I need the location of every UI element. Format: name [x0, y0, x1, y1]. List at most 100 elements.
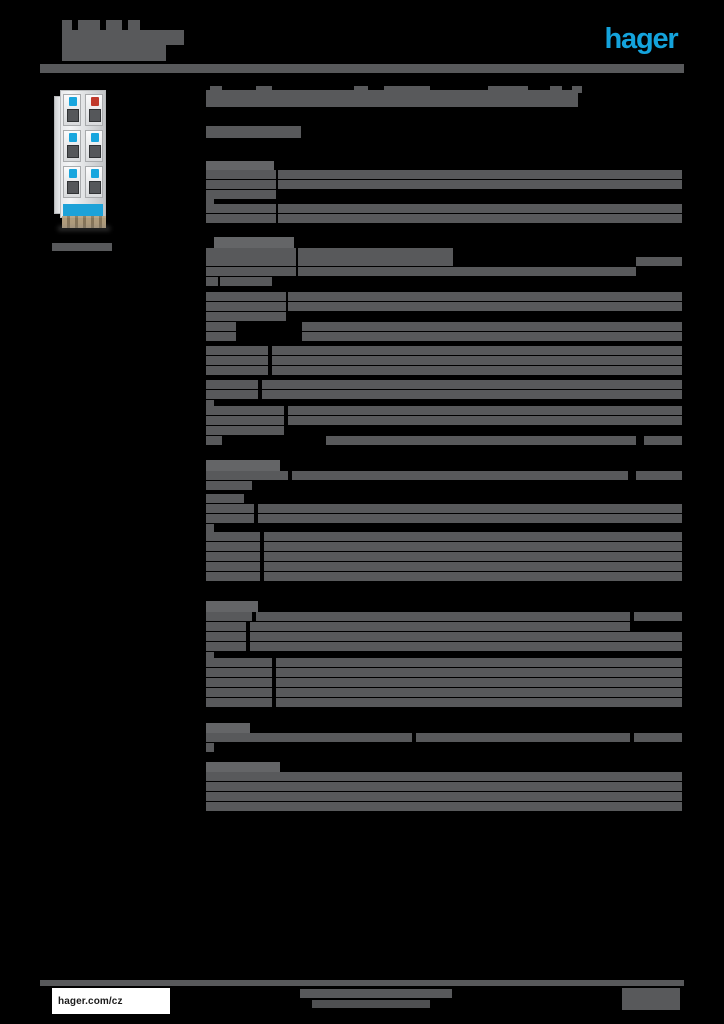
spec-row-value [278, 180, 682, 189]
hager-logo-text: hager [604, 22, 679, 55]
spec-row-value [258, 504, 682, 513]
spec-row-value [288, 292, 682, 301]
module-handle-icon [91, 133, 99, 142]
module-window [67, 145, 79, 158]
spec-row-value [250, 632, 682, 641]
spec-row-label [206, 292, 286, 301]
footer-divider [40, 980, 684, 986]
spec-row-value [278, 170, 682, 179]
footer-url-link[interactable]: hager.com/cz [52, 988, 170, 1014]
spec-row-value [264, 542, 682, 551]
spec-row-value [276, 688, 682, 697]
spec-row-label [206, 346, 268, 355]
header-title-redacted-block [62, 30, 184, 45]
spec-row-label [206, 562, 260, 571]
spec-row-label [206, 743, 214, 752]
spec-row-label [206, 390, 258, 399]
product-image [52, 86, 114, 234]
spec-row-label [206, 642, 246, 651]
page-title-ascender [354, 86, 368, 93]
spec-row-label [206, 652, 214, 661]
spec-row-label [206, 322, 236, 331]
module-window [89, 145, 101, 158]
page-title-ascender [256, 86, 272, 93]
spec-section-heading [206, 601, 258, 612]
spec-row-label [206, 214, 276, 223]
spec-row-value [288, 406, 682, 415]
product-module [63, 130, 81, 162]
page-title-ascender [550, 86, 562, 93]
spec-row-label [206, 277, 218, 286]
module-window [89, 181, 101, 194]
spec-row-label [206, 632, 246, 641]
spec-row-label [206, 471, 288, 480]
spec-row-label [206, 688, 272, 697]
spec-row-label [206, 552, 260, 561]
spec-row-label [634, 612, 682, 621]
header-title-redacted-line-2 [78, 20, 100, 30]
spec-row-label [206, 658, 272, 667]
spec-row-label [206, 524, 214, 533]
spec-row-label [636, 257, 682, 266]
spec-row-value [258, 514, 682, 523]
module-window [67, 181, 79, 194]
spec-row-value [278, 204, 682, 213]
module-window [67, 109, 79, 122]
spec-row-value [264, 532, 682, 541]
spec-row-value [326, 436, 636, 445]
spec-row-label [206, 802, 682, 811]
spec-row-value [276, 668, 682, 677]
footer-center-redacted-2 [312, 1000, 430, 1008]
spec-row-label [206, 426, 284, 435]
product-image-column-left [63, 94, 81, 202]
spec-row-label [206, 406, 284, 415]
spec-row-label [206, 302, 286, 311]
spec-row-label [634, 733, 682, 742]
spec-row-value [262, 380, 682, 389]
product-module [63, 166, 81, 198]
module-handle-icon [69, 169, 77, 178]
spec-row-value [272, 356, 682, 365]
spec-row-value [276, 698, 682, 707]
spec-row-value [250, 622, 630, 631]
spec-row-value [276, 658, 682, 667]
spec-row-label [206, 312, 286, 321]
spec-row-label [206, 622, 246, 631]
module-handle-icon [69, 133, 77, 142]
spec-row-value [272, 366, 682, 375]
spec-row-value [416, 733, 630, 742]
spec-row-label [206, 542, 260, 551]
spec-row-value [272, 346, 682, 355]
product-image-shadow [58, 226, 110, 231]
product-image-terminals [62, 216, 106, 228]
spec-row-label [206, 733, 412, 742]
product-module [85, 166, 103, 198]
spec-row-value [288, 302, 682, 311]
spec-row-label [206, 494, 244, 503]
page-subtitle-redacted [206, 126, 301, 138]
product-image-base-band [63, 204, 103, 216]
spec-row-label [206, 170, 276, 179]
spec-row-label [206, 504, 254, 513]
spec-row-label [206, 772, 682, 781]
spec-row-value [262, 390, 682, 399]
spec-row-label [206, 572, 260, 581]
module-handle-icon [91, 169, 99, 178]
spec-row-value [278, 214, 682, 223]
spec-row-label [206, 436, 222, 445]
spec-row-label [206, 380, 258, 389]
spec-row-label [206, 356, 268, 365]
spec-row-label [206, 792, 682, 801]
spec-row-label [644, 436, 682, 445]
spec-section-heading [206, 762, 280, 773]
product-image-column-right [85, 94, 103, 202]
page-title-ascender [384, 86, 430, 93]
spec-row-value [298, 267, 636, 276]
hager-logo[interactable]: hager [598, 24, 684, 54]
spec-row-label [206, 481, 252, 490]
spec-row-label [206, 678, 272, 687]
spec-row-value [264, 562, 682, 571]
module-handle-icon [69, 97, 77, 106]
module-window [89, 109, 101, 122]
page-title-redacted [206, 90, 578, 107]
